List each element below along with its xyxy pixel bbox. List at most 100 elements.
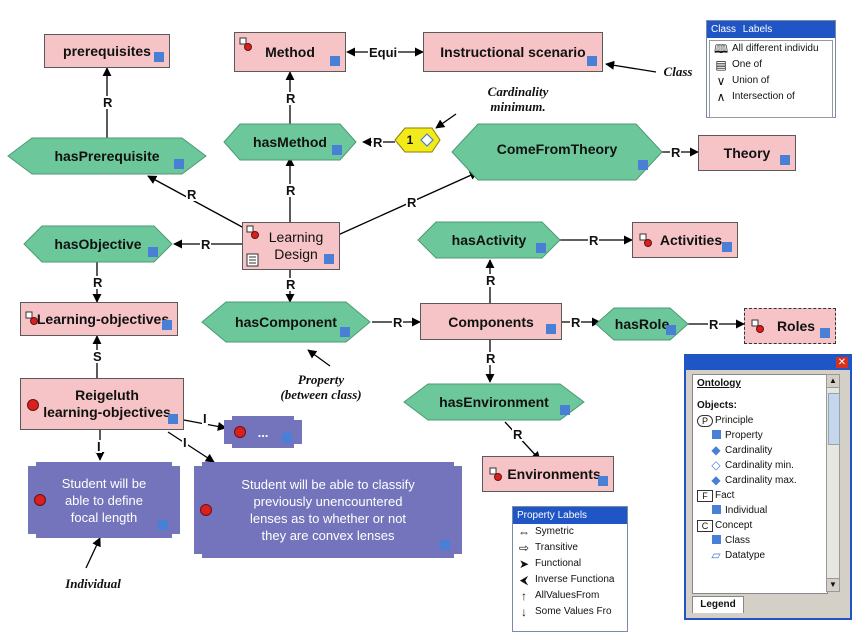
individual-label: Student will be able to classify previou… [241, 477, 415, 543]
property-marker-icon [148, 247, 158, 257]
row-text: Datatype [725, 550, 766, 561]
class-label: Instructional scenario [440, 44, 586, 60]
annotation-individual: Individual [65, 576, 121, 591]
class-marker-icon [324, 254, 334, 264]
class-method[interactable]: Method [234, 32, 346, 72]
pointer-class-annotation [605, 60, 657, 73]
document-icon [246, 253, 259, 267]
class-marker-icon [780, 155, 790, 165]
annotation-cardinality-min: Cardinality minimum. [487, 84, 549, 114]
individual-marker-icon [282, 433, 292, 443]
edge-label-i: I [96, 439, 102, 454]
pointer-property-annotation [307, 349, 331, 367]
edge-reigeluth-classify [167, 431, 215, 463]
property-hasobjective[interactable]: hasObjective [24, 226, 172, 262]
individual-student-classify[interactable]: Student will be able to classify previou… [194, 462, 462, 558]
scrollbar-thumb[interactable] [828, 393, 840, 445]
class-labels-title: Class [711, 24, 737, 35]
edge-label-r: R [708, 317, 720, 332]
concept-icon: C [697, 520, 713, 532]
ontology-heading: Ontology [697, 378, 741, 389]
concept-gear-icon [489, 467, 502, 481]
individual-ellipsis[interactable]: ... [224, 416, 302, 448]
close-icon[interactable]: ✕ [836, 357, 848, 368]
class-activities[interactable]: Activities [632, 222, 738, 258]
class-label: Environments [507, 466, 601, 482]
edge-label-r: R [186, 187, 198, 202]
hex-hascomponent [201, 301, 371, 343]
legend-row-cardinality-min: ◇Cardinality min. [693, 458, 827, 473]
row-text: Principle [715, 415, 754, 426]
class-learning-design[interactable]: Learning Design [242, 222, 340, 270]
diamond-filled-icon: ◆ [711, 473, 721, 487]
class-environments[interactable]: Environments [482, 456, 614, 492]
individual-marker-icon [158, 520, 168, 530]
tab-legend[interactable]: Legend [692, 596, 744, 613]
hex-hasenvironment [403, 383, 585, 421]
individual-label: ... [257, 424, 269, 440]
row-text: Intersection of [732, 91, 795, 102]
property-label: hasRole [614, 316, 670, 332]
class-learning-objectives[interactable]: Learning-objectives [20, 302, 178, 336]
property-label-row: ↓Some Values Fro [513, 604, 627, 620]
edge-label-r: R [200, 237, 212, 252]
row-text: Property [725, 430, 763, 441]
class-prerequisites[interactable]: prerequisites [44, 34, 170, 68]
property-hasrole[interactable]: hasRole [596, 308, 688, 340]
property-hascomponent[interactable]: hasComponent [202, 302, 370, 342]
class-marker-icon [546, 324, 556, 334]
class-marker-icon [154, 52, 164, 62]
edge-label-r: R [285, 91, 297, 106]
concept-gear-icon [751, 319, 764, 333]
property-hasenvironment[interactable]: hasEnvironment [404, 384, 584, 420]
individual-dot-icon [234, 426, 246, 438]
class-theory[interactable]: Theory [698, 135, 796, 171]
annotation-class: Class [663, 64, 693, 79]
property-label: hasObjective [54, 236, 142, 252]
scroll-up-icon[interactable]: ▲ [827, 375, 839, 388]
property-labels-title: Property Labels [517, 510, 588, 521]
individual-student-focal[interactable]: Student will be able to define focal len… [28, 462, 180, 538]
class-instructional-scenario[interactable]: Instructional scenario [423, 32, 603, 72]
property-label: ComeFromTheory [496, 141, 618, 157]
class-label: Roles [776, 318, 816, 334]
pointer-individual-annotation [85, 537, 101, 569]
edge-label-r: R [512, 427, 524, 442]
property-hasprerequisite[interactable]: hasPrerequisite [8, 138, 206, 174]
edge-label-r: R [485, 351, 497, 366]
class-roles[interactable]: Roles [744, 308, 836, 344]
class-label-row: 🕮All different individu [710, 41, 832, 57]
property-comefromtheory[interactable]: ComeFromTheory [452, 124, 662, 180]
class-labels-subtitle: Labels [742, 24, 773, 35]
row-text: Individual [725, 505, 768, 516]
class-reigeluth[interactable]: Reigeluth learning-objectives [20, 378, 184, 430]
legend-row-class: Class [693, 533, 827, 548]
individual-dot-icon [27, 399, 39, 411]
property-hasmethod[interactable]: hasMethod [224, 124, 356, 160]
class-labels-panel: Class Labels 🕮All different individu ▤On… [706, 20, 836, 118]
class-label: Activities [659, 232, 723, 248]
class-label: Theory [723, 145, 771, 161]
property-label-row: ⇨Transitive [513, 540, 627, 556]
property-label-row: ⮜Inverse Functiona [513, 572, 627, 588]
class-marker-icon [587, 56, 597, 66]
scroll-down-icon[interactable]: ▼ [827, 578, 839, 591]
class-labels-header: Class Labels [707, 21, 835, 38]
row-text: Union of [732, 75, 770, 86]
legend-scrollbar[interactable]: ▲ ▼ [826, 374, 840, 592]
legend-row-cardinality: ◆Cardinality [693, 443, 827, 458]
property-labels-panel: Property Labels ⇔Symetric ⇨Transitive ➤F… [512, 506, 628, 632]
cardinality-min-node[interactable]: 1 [400, 130, 420, 150]
class-label: Learning-objectives [36, 311, 170, 327]
class-components[interactable]: Components [420, 303, 562, 340]
edge-label-r: R [92, 275, 104, 290]
edge-label-r: R [485, 273, 497, 288]
arrowhead-right-icon: ➤ [518, 557, 530, 571]
class-label: prerequisites [63, 43, 151, 59]
individual-marker-icon [440, 540, 450, 550]
edge-label-r: R [285, 277, 297, 292]
property-hasactivity[interactable]: hasActivity [418, 222, 560, 258]
